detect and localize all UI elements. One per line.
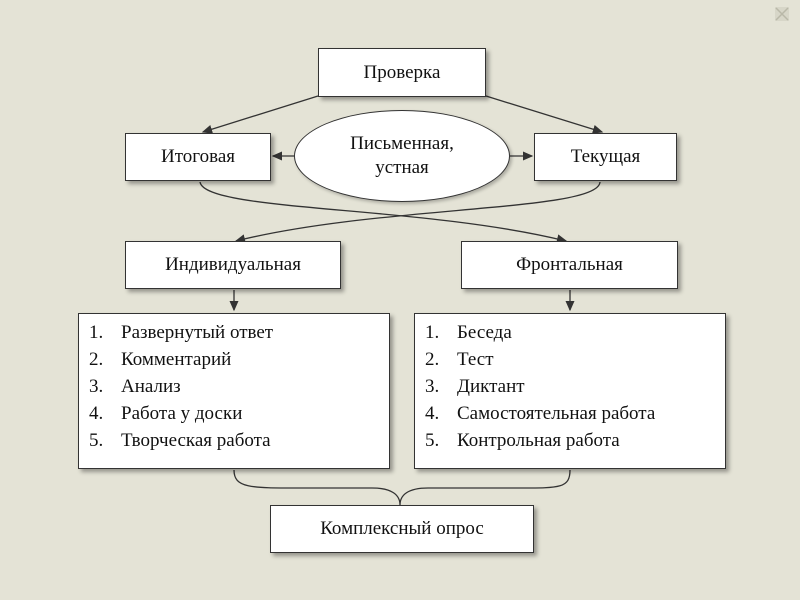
complex-survey-box: Комплексный опрос bbox=[270, 505, 534, 553]
curve-current-to-individual bbox=[234, 181, 601, 244]
individual-list: 1.Развернутый ответ 2.Комментарий 3.Анал… bbox=[89, 319, 389, 454]
list-item: 2.Комментарий bbox=[89, 349, 232, 370]
current-check-label: Текущая bbox=[570, 146, 641, 167]
list-item: 5.Творческая работа bbox=[89, 430, 271, 451]
list-item: 5.Контрольная работа bbox=[425, 430, 620, 451]
final-check-label: Итоговая bbox=[161, 146, 235, 167]
brace-to-complex bbox=[233, 469, 571, 506]
curve-final-to-frontal bbox=[199, 181, 568, 244]
current-check-box: Текущая bbox=[534, 133, 677, 181]
final-check-box: Итоговая bbox=[125, 133, 271, 181]
forms-line-1: Письменная, bbox=[350, 133, 454, 154]
frontal-label: Фронтальная bbox=[516, 254, 623, 275]
slide-corner-mark-icon bbox=[775, 7, 789, 21]
arrow-root-to-current bbox=[485, 95, 604, 134]
list-item: 4.Работа у доски bbox=[89, 403, 243, 424]
individual-list-box: 1.Развернутый ответ 2.Комментарий 3.Анал… bbox=[78, 313, 390, 469]
individual-box: Индивидуальная bbox=[125, 241, 341, 289]
root-check-box: Проверка bbox=[318, 48, 486, 97]
forms-line-2: устная bbox=[375, 157, 429, 178]
arrow-root-to-final bbox=[201, 95, 319, 134]
forms-ellipse: Письменная, устная bbox=[294, 110, 510, 202]
list-item: 1.Беседа bbox=[425, 322, 512, 343]
complex-survey-label: Комплексный опрос bbox=[320, 518, 484, 539]
individual-label: Индивидуальная bbox=[165, 254, 301, 275]
frontal-list: 1.Беседа 2.Тест 3.Диктант 4.Самостоятель… bbox=[425, 319, 725, 454]
list-item: 3.Анализ bbox=[89, 376, 181, 397]
list-item: 2.Тест bbox=[425, 349, 494, 370]
frontal-box: Фронтальная bbox=[461, 241, 678, 289]
list-item: 1.Развернутый ответ bbox=[89, 322, 274, 343]
frontal-list-box: 1.Беседа 2.Тест 3.Диктант 4.Самостоятель… bbox=[414, 313, 726, 469]
list-item: 4.Самостоятельная работа bbox=[425, 403, 656, 424]
root-check-label: Проверка bbox=[363, 61, 441, 83]
list-item: 3.Диктант bbox=[425, 376, 525, 397]
